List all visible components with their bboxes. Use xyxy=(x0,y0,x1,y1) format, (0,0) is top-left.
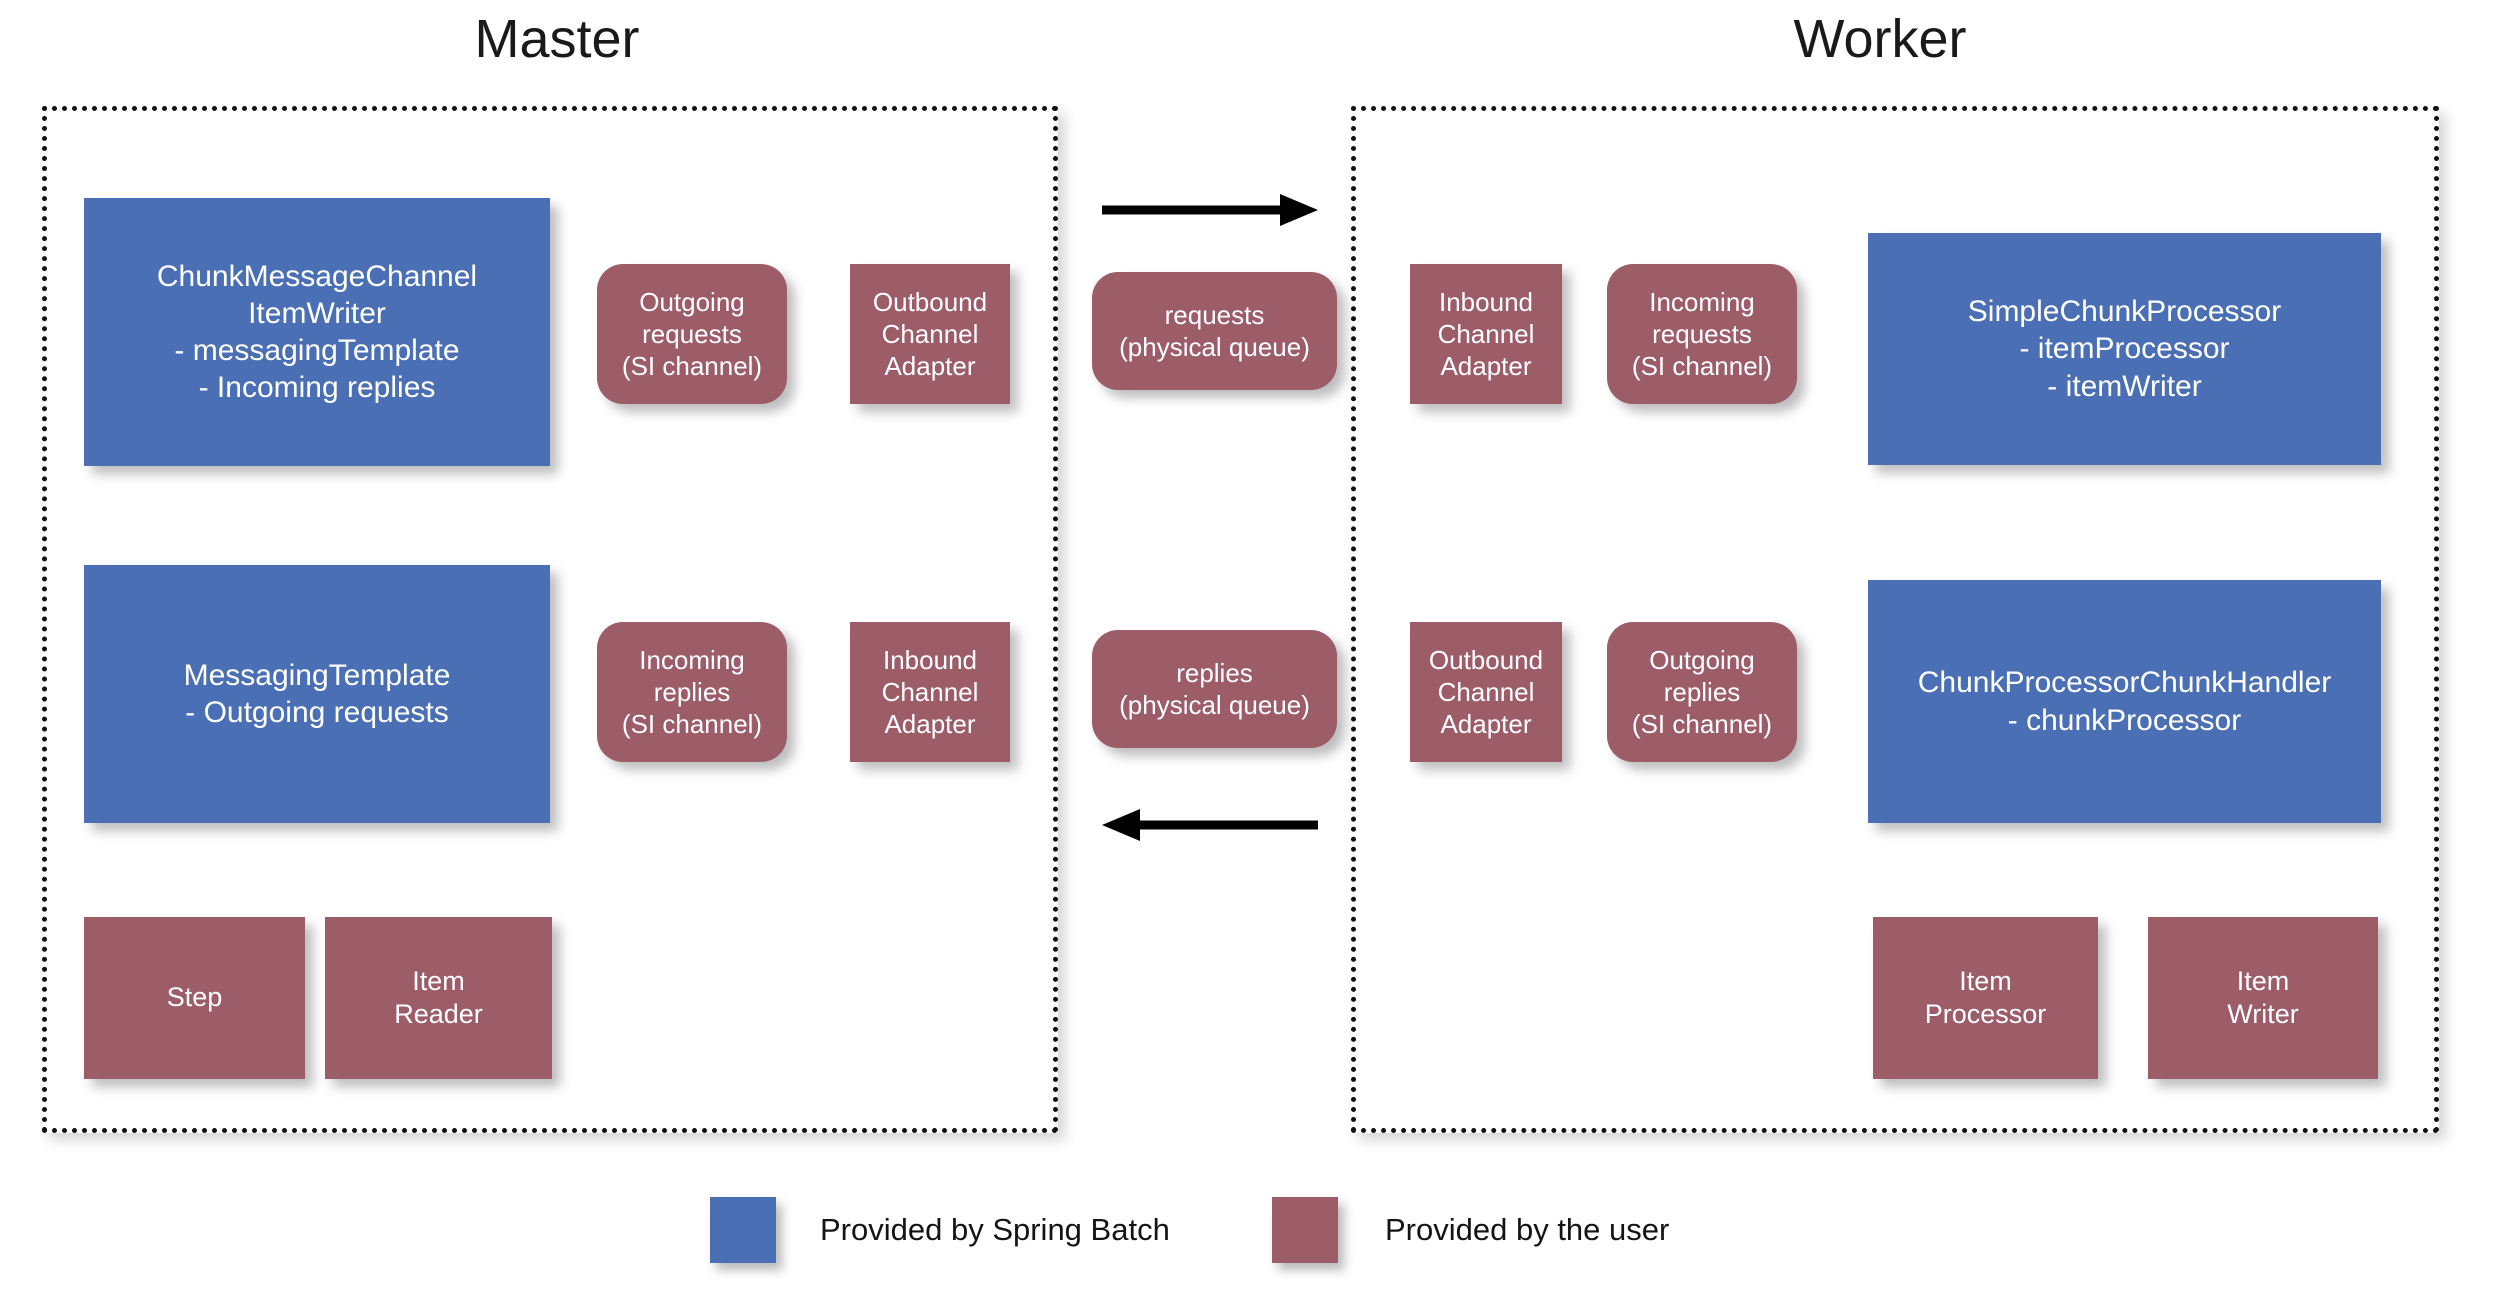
node-label: Outbound Channel Adapter xyxy=(1428,644,1544,740)
node-messaging-template[interactable]: MessagingTemplate - Outgoing requests xyxy=(84,565,550,823)
node-label: replies (physical queue) xyxy=(1119,657,1310,720)
node-worker-inbound-channel-adapter[interactable]: Inbound Channel Adapter xyxy=(1410,264,1562,404)
worker-title: Worker xyxy=(1793,9,1967,69)
arrow-replies-left xyxy=(1100,805,1320,845)
node-label: Outgoing replies (SI channel) xyxy=(1631,644,1773,740)
node-label: Step xyxy=(166,982,223,1013)
legend-swatch-spring-batch xyxy=(710,1197,776,1263)
legend-label-spring-batch: Provided by Spring Batch xyxy=(820,1212,1170,1247)
node-outgoing-replies-si-channel[interactable]: Outgoing replies (SI channel) xyxy=(1607,622,1797,762)
node-label: Inbound Channel Adapter xyxy=(1437,286,1535,382)
arrow-requests-right xyxy=(1100,190,1320,230)
node-worker-outbound-channel-adapter[interactable]: Outbound Channel Adapter xyxy=(1410,622,1562,762)
node-step[interactable]: Step xyxy=(84,917,305,1079)
node-label: Item Writer xyxy=(2227,965,2299,1029)
node-label: Outgoing requests (SI channel) xyxy=(621,286,763,382)
node-simple-chunk-processor[interactable]: SimpleChunkProcessor - itemProcessor - i… xyxy=(1868,233,2381,465)
node-label: Item Processor xyxy=(1924,965,2047,1029)
node-label: ChunkMessageChannel ItemWriter - messagi… xyxy=(156,259,478,405)
legend-swatch-user xyxy=(1272,1197,1338,1263)
node-label: Incoming replies (SI channel) xyxy=(621,644,763,740)
node-incoming-requests-si-channel[interactable]: Incoming requests (SI channel) xyxy=(1607,264,1797,404)
legend-label-user: Provided by the user xyxy=(1385,1212,1670,1247)
node-master-inbound-channel-adapter[interactable]: Inbound Channel Adapter xyxy=(850,622,1010,762)
node-label: Outbound Channel Adapter xyxy=(872,286,988,382)
node-label: Item Reader xyxy=(394,965,483,1029)
node-label: requests (physical queue) xyxy=(1119,299,1310,362)
node-chunk-message-channel-item-writer[interactable]: ChunkMessageChannel ItemWriter - messagi… xyxy=(84,198,550,466)
node-requests-physical-queue[interactable]: requests (physical queue) xyxy=(1092,272,1337,390)
node-item-processor[interactable]: Item Processor xyxy=(1873,917,2098,1079)
master-title: Master xyxy=(474,9,640,69)
node-item-reader[interactable]: Item Reader xyxy=(325,917,552,1079)
node-label: Incoming requests (SI channel) xyxy=(1631,286,1773,382)
node-label: MessagingTemplate - Outgoing requests xyxy=(183,658,451,729)
node-label: Inbound Channel Adapter xyxy=(881,644,979,740)
node-replies-physical-queue[interactable]: replies (physical queue) xyxy=(1092,630,1337,748)
node-item-writer[interactable]: Item Writer xyxy=(2148,917,2378,1079)
node-outgoing-requests-si-channel[interactable]: Outgoing requests (SI channel) xyxy=(597,264,787,404)
node-chunk-processor-chunk-handler[interactable]: ChunkProcessorChunkHandler - chunkProces… xyxy=(1868,580,2381,823)
node-master-outbound-channel-adapter[interactable]: Outbound Channel Adapter xyxy=(850,264,1010,404)
worker-panel xyxy=(1351,106,2439,1133)
node-label: SimpleChunkProcessor - itemProcessor - i… xyxy=(1967,295,2282,403)
node-label: ChunkProcessorChunkHandler - chunkProces… xyxy=(1917,666,2332,737)
node-incoming-replies-si-channel[interactable]: Incoming replies (SI channel) xyxy=(597,622,787,762)
master-panel xyxy=(42,106,1058,1133)
